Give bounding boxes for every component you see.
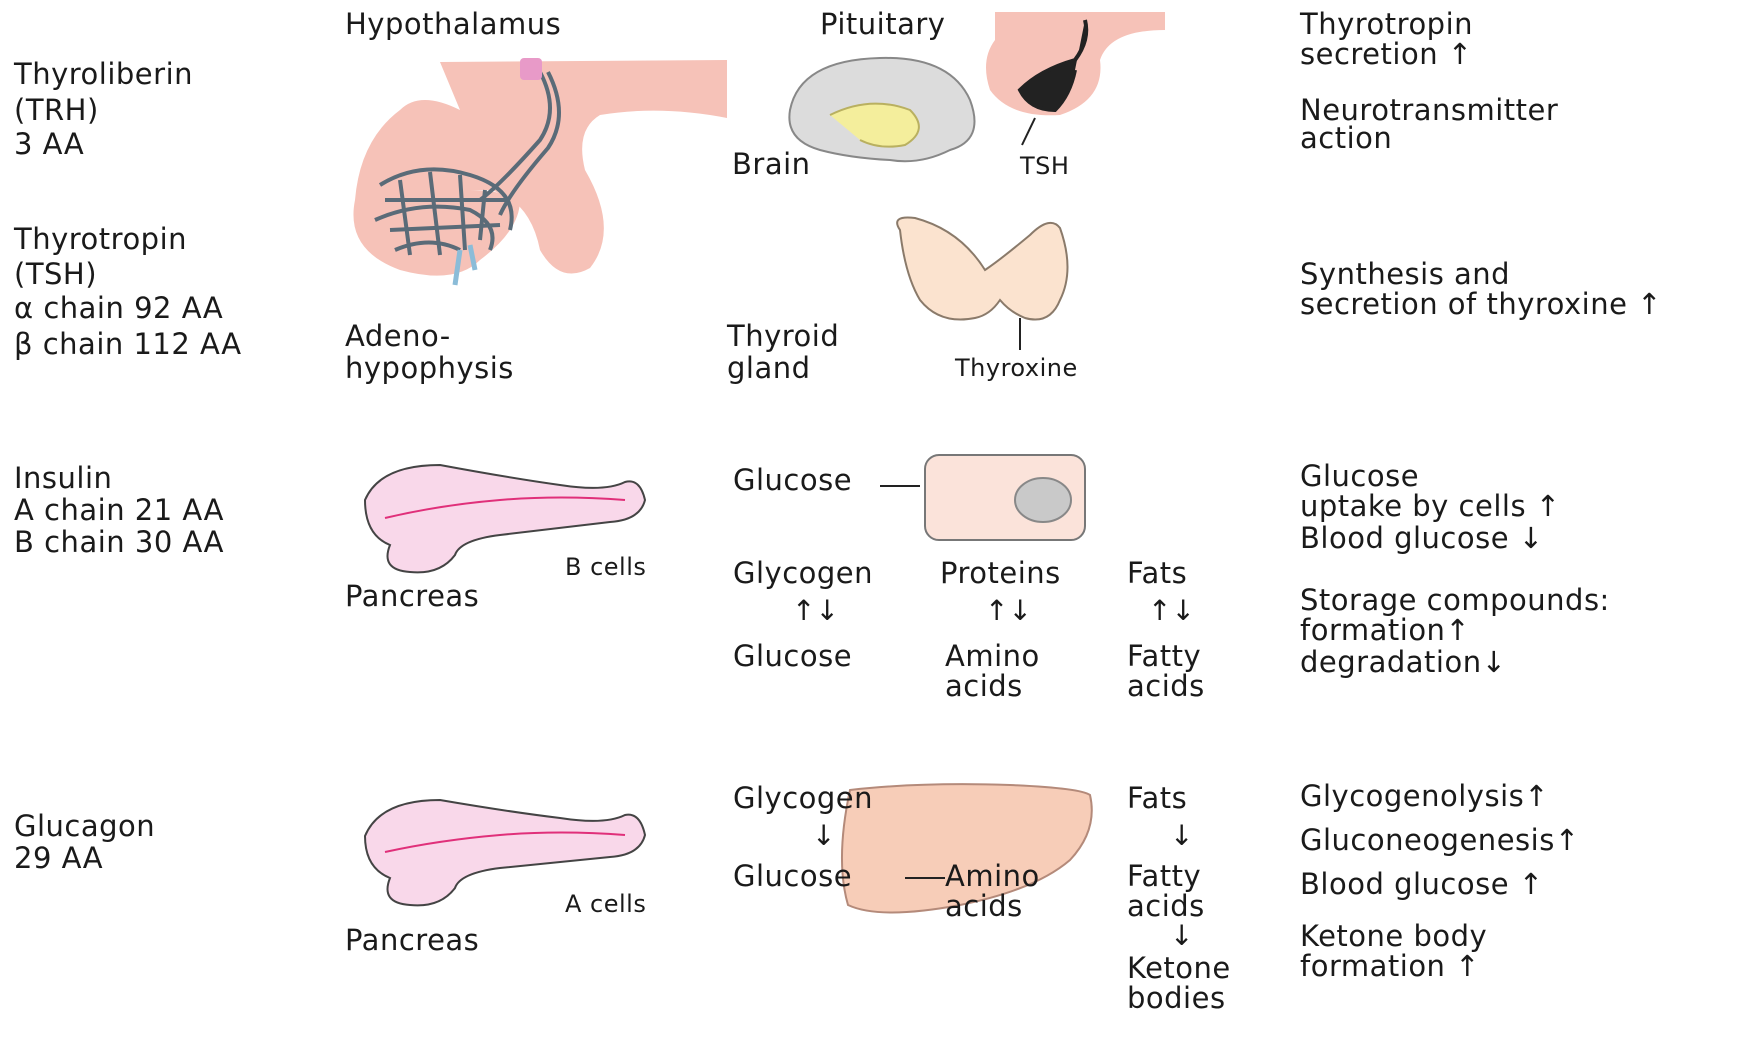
hormone-insulin-name: Insulin — [14, 462, 112, 495]
tsh-arrow — [1022, 118, 1035, 145]
hormone-insulin-b: B chain 30 AA — [14, 526, 224, 559]
label-adeno-1: Adeno- — [345, 320, 451, 353]
down-arrow-fatty: ↓ — [1170, 922, 1193, 950]
insulin-fats: Fats — [1127, 557, 1187, 590]
label-bcells: B cells — [565, 553, 646, 581]
glucagon-glycogen: Glycogen — [733, 782, 873, 815]
glucagon-fats: Fats — [1127, 782, 1187, 815]
hormone-insulin-a: A chain 21 AA — [14, 494, 224, 527]
updown-arrow-proteins: ↑↓ — [985, 597, 1032, 625]
glucagon-fatty-2: acids — [1127, 890, 1205, 923]
neuron-terminal — [520, 58, 542, 80]
cell-nucleus — [1015, 478, 1071, 522]
insulin-glucose: Glucose — [733, 640, 852, 673]
insulin-proteins: Proteins — [940, 557, 1061, 590]
effect-glucagon-2: Gluconeogenesis↑ — [1300, 824, 1580, 857]
label-pancreas-a: Pancreas — [345, 924, 479, 957]
label-acells: A cells — [565, 890, 646, 918]
hormone-glucagon-name: Glucagon — [14, 810, 155, 843]
down-arrow-fats: ↓ — [1170, 822, 1193, 850]
label-tsh: TSH — [1020, 152, 1069, 180]
label-brain: Brain — [732, 148, 811, 181]
effect-tsh-2: secretion of thyroxine ↑ — [1300, 288, 1662, 321]
hormone-tsh-abbr: (TSH) — [14, 258, 97, 291]
effect-insulin-3: Blood glucose ↓ — [1300, 522, 1544, 555]
insulin-glycogen: Glycogen — [733, 557, 873, 590]
label-thyroid-2: gland — [727, 352, 811, 385]
effect-trh-4: action — [1300, 122, 1392, 155]
down-arrow-glycogen: ↓ — [812, 822, 835, 850]
glucagon-amino-2: acids — [945, 890, 1023, 923]
effect-glucagon-3: Blood glucose ↑ — [1300, 868, 1544, 901]
thyroid-shape — [897, 218, 1067, 320]
label-thyroxine: Thyroxine — [955, 354, 1078, 382]
label-pancreas-b: Pancreas — [345, 580, 479, 613]
effect-glucagon-5: formation ↑ — [1300, 950, 1480, 983]
updown-arrow-glycogen: ↑↓ — [792, 597, 839, 625]
hormone-tsh-beta: β chain 112 AA — [14, 328, 242, 361]
label-hypothalamus: Hypothalamus — [345, 8, 561, 41]
hormone-tsh-alpha: α chain 92 AA — [14, 292, 223, 325]
updown-arrow-fats: ↑↓ — [1148, 597, 1195, 625]
label-pituitary: Pituitary — [820, 8, 945, 41]
hormone-trh-detail: 3 AA — [14, 128, 84, 161]
label-thyroid-1: Thyroid — [727, 320, 839, 353]
effect-glucagon-1: Glycogenolysis↑ — [1300, 780, 1549, 813]
insulin-glucose-in: Glucose — [733, 464, 852, 497]
hormone-glucagon-detail: 29 AA — [14, 842, 103, 875]
hormone-trh-name: Thyroliberin — [14, 58, 193, 91]
effect-trh-2: secretion ↑ — [1300, 38, 1473, 71]
glucagon-ketone-2: bodies — [1127, 982, 1226, 1015]
effect-insulin-2: uptake by cells ↑ — [1300, 490, 1561, 523]
glucagon-glucose: Glucose — [733, 860, 852, 893]
insulin-fatty-2: acids — [1127, 670, 1205, 703]
hormone-tsh-name: Thyrotropin — [14, 223, 187, 256]
hormone-trh-abbr: (TRH) — [14, 94, 99, 127]
insulin-amino-2: acids — [945, 670, 1023, 703]
effect-insulin-5: formation↑ — [1300, 614, 1470, 647]
label-adeno-2: hypophysis — [345, 352, 514, 385]
effect-insulin-6: degradation↓ — [1300, 646, 1506, 679]
